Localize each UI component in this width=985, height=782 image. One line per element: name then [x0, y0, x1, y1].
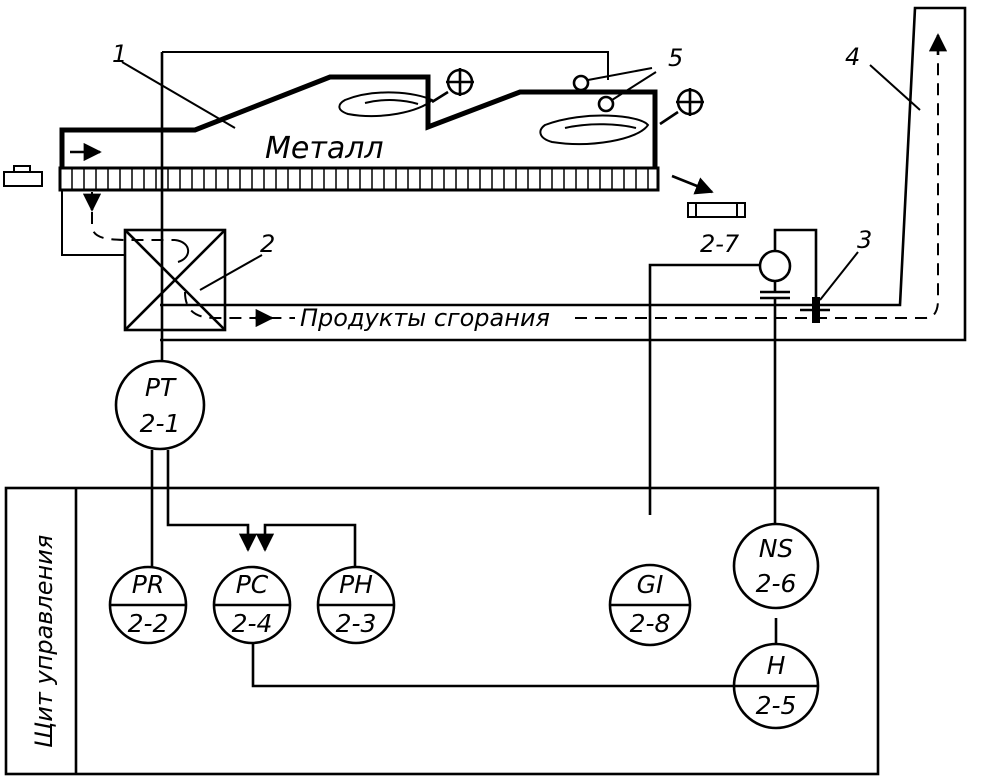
instrument-tag: GI — [637, 570, 664, 599]
leader-2 — [199, 254, 263, 291]
leader-1 — [121, 61, 236, 129]
leader-3 — [819, 251, 859, 301]
flue-system — [61, 6, 967, 342]
burner-flame — [564, 123, 637, 129]
burner-flame — [539, 114, 650, 145]
instrument-tag: PT — [145, 373, 177, 402]
hearth-rollers — [71, 168, 649, 190]
burner-flame — [338, 91, 434, 117]
ph-to-pc-line — [255, 523, 357, 568]
actuator-base — [760, 290, 790, 300]
gas-path — [575, 60, 939, 319]
sensor-5-lower — [597, 95, 615, 113]
metal-outlet-arrow — [671, 174, 714, 195]
instrument-ph-2-3: PH 2-3 — [316, 565, 396, 645]
item-3-label: 3 — [857, 226, 872, 254]
instrument-number: 2-2 — [128, 609, 169, 638]
instrument-tag: H — [767, 651, 786, 680]
instrument-number: 2-3 — [336, 609, 377, 638]
gi-signal-line — [648, 263, 760, 515]
instrument-pt-2-1: PT 2-1 — [114, 359, 206, 451]
billet-outlet-icon — [687, 202, 746, 218]
control-panel-label: Щит управления — [30, 535, 58, 748]
gas-path — [184, 291, 295, 319]
item-5-label: 5 — [668, 44, 683, 72]
metal-label: Металл — [265, 131, 384, 166]
instrument-tag: PC — [236, 570, 269, 599]
combustion-products-label: Продукты сгорания — [300, 304, 550, 332]
item-2-7-label: 2-7 — [700, 230, 740, 258]
leader-4 — [869, 64, 921, 111]
burner-flame — [364, 99, 419, 105]
burner — [659, 88, 704, 126]
instrument-number: 2-1 — [140, 409, 181, 438]
actuator-linkage — [773, 228, 818, 300]
actuator-2-7 — [758, 249, 792, 283]
leader-5 — [587, 67, 657, 101]
gas-path — [174, 239, 190, 263]
item-4-label: 4 — [845, 43, 860, 71]
item-2-label: 2 — [260, 230, 275, 258]
furnace — [3, 51, 746, 218]
flue-duct-left — [61, 190, 125, 256]
instrument-number: 2-5 — [756, 691, 797, 720]
item-1-label: 1 — [112, 40, 127, 68]
sensor-5-upper — [572, 74, 590, 92]
instrument-number: 2-4 — [232, 609, 273, 638]
hearth-conveyor — [58, 166, 660, 192]
control-panel — [4, 486, 880, 776]
gas-path — [91, 192, 175, 241]
furnace-roof — [59, 74, 658, 187]
instrument-tag: NS — [759, 534, 794, 563]
instrument-number: 2-6 — [756, 569, 797, 598]
instrument-tag: PH — [339, 570, 373, 599]
instrument-ns-2-6: NS 2-6 — [732, 522, 820, 610]
furnace-top-frame — [162, 51, 609, 80]
instrument-pr-2-2: PR 2-2 — [108, 565, 188, 645]
instrument-h-2-5: H 2-5 — [732, 642, 820, 730]
instrument-number: 2-8 — [630, 609, 671, 638]
billet-inlet-icon — [3, 165, 43, 187]
instrument-pc-2-4: PC 2-4 — [212, 565, 292, 645]
recuperator-cross — [124, 229, 226, 331]
pc-to-h-line — [251, 643, 735, 688]
instrument-tag: PR — [132, 570, 164, 599]
pt-to-pc-line — [166, 450, 258, 552]
recuperator-2 — [123, 228, 227, 332]
flue-duct-chimney — [160, 6, 967, 342]
burner — [431, 68, 474, 104]
instrument-gi-2-8: GI 2-8 — [608, 563, 692, 647]
